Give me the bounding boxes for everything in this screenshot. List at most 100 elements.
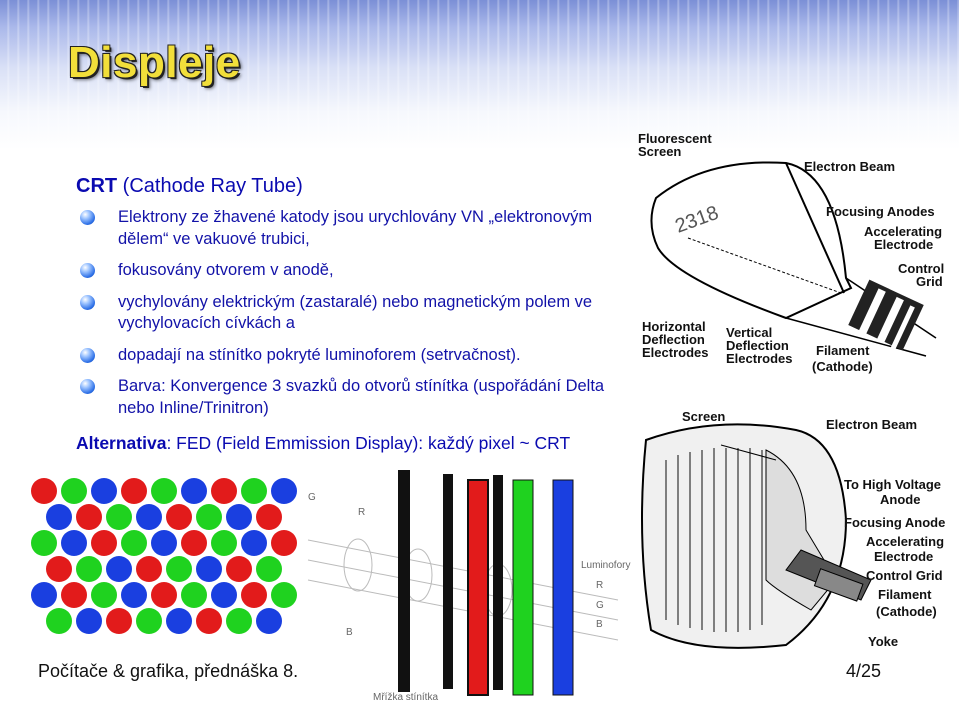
crt-diagram-bottom: Screen Electron Beam To High Voltage Ano… (641, 409, 945, 649)
bullet-text: dopadají na stínítko pokryté luminoforem… (118, 345, 521, 364)
alternative-line: Alternativa: FED (Field Emmission Displa… (76, 433, 570, 454)
label-focusing-2: Focusing Anode (844, 515, 945, 530)
phosphor-dot (196, 504, 222, 530)
phosphor-dot (46, 608, 72, 634)
phosphor-dot (76, 608, 102, 634)
phosphor-dot (46, 556, 72, 582)
label-b: B (346, 627, 353, 638)
label-fluorescent-2: Screen (638, 144, 681, 159)
label-accelerating-2: Electrode (874, 237, 933, 252)
phosphor-dot (196, 608, 222, 634)
phosphor-dot (76, 504, 102, 530)
label-yoke: Yoke (868, 634, 898, 649)
phosphor-dot (121, 530, 147, 556)
alt-rest: : FED (Field Emmission Display): každý p… (166, 433, 571, 453)
label-high-voltage-1: To High Voltage (844, 477, 941, 492)
phosphor-dot (121, 582, 147, 608)
label-r2: R (596, 580, 603, 591)
list-item: Elektrony ze žhavené katody jsou urychlo… (76, 207, 636, 250)
phosphor-dot (181, 478, 207, 504)
label-g2: G (596, 600, 604, 611)
phosphor-dot (136, 608, 162, 634)
alt-bold: Alternativa (76, 433, 167, 453)
phosphor-dot (61, 530, 87, 556)
phosphor-dot (256, 608, 282, 634)
crt-diagram-top: 2318 Fluorescent Screen Electron Beam Fo… (638, 131, 944, 374)
phosphor-dot (31, 478, 57, 504)
phosphor-dot (166, 556, 192, 582)
phosphor-dot (241, 530, 267, 556)
bullet-text: fokusovány otvorem v anodě, (118, 261, 334, 279)
label-electron-beam-2: Electron Beam (826, 417, 917, 432)
label-vertical-3: Electrodes (726, 351, 792, 366)
phosphor-dot (271, 478, 297, 504)
label-focusing: Focusing Anodes (826, 204, 935, 219)
label-control-2: Grid (916, 274, 943, 289)
heading-rest: (Cathode Ray Tube) (117, 175, 303, 197)
bullet-icon (80, 294, 95, 310)
phosphor-dot (241, 582, 267, 608)
bullet-text: Barva: Konvergence 3 svazků do otvorů st… (118, 377, 605, 417)
phosphor-dot (121, 478, 147, 504)
inline-mask-diagram: G R B Luminofory R G B Mřížka stínítka (307, 470, 630, 703)
label-luminofory: Luminofory (581, 560, 630, 571)
label-screen: Screen (682, 409, 725, 424)
list-item: fokusovány otvorem v anodě, (76, 260, 636, 282)
footer-course: Počítače & grafika, přednáška 8. (38, 661, 299, 681)
phosphor-dot (91, 478, 117, 504)
phosphor-dot (136, 504, 162, 530)
label-filament-3: Filament (878, 587, 932, 602)
label-horizontal-3: Electrodes (642, 345, 708, 360)
bullet-icon (80, 210, 95, 225)
label-vertical-1: Vertical (726, 325, 772, 340)
phosphor-dot (211, 478, 237, 504)
phosphor-dot (211, 530, 237, 556)
phosphor-dot (31, 530, 57, 556)
phosphor-dot (46, 504, 72, 530)
heading-bold: CRT (76, 175, 118, 197)
phosphor-dot (181, 582, 207, 608)
label-fluorescent-1: Fluorescent (638, 131, 712, 146)
list-item: Barva: Konvergence 3 svazků do otvorů st… (76, 376, 636, 419)
screen-digits: 2318 (672, 202, 721, 238)
phosphor-dot (91, 530, 117, 556)
bullet-list: Elektrony ze žhavené katody jsou urychlo… (76, 207, 636, 429)
phosphor-dot (106, 504, 132, 530)
phosphor-dot (61, 582, 87, 608)
phosphor-dot (271, 530, 297, 556)
label-control-1: Control (898, 261, 944, 276)
label-filament-2: (Cathode) (812, 359, 873, 374)
label-filament-4: (Cathode) (876, 604, 937, 619)
label-horizontal-1: Horizontal (642, 319, 706, 334)
bullet-icon (80, 263, 95, 278)
phosphor-dot (226, 504, 252, 530)
phosphor-dot (91, 582, 117, 608)
page-number: 4/25 (846, 661, 882, 681)
phosphor-dot (61, 478, 87, 504)
phosphor-dot (271, 582, 297, 608)
delta-dot-pattern (31, 478, 297, 634)
phosphor-dot (211, 582, 237, 608)
label-accelerating-1: Accelerating (864, 224, 942, 239)
bullet-text: Elektrony ze žhavené katody jsou urychlo… (118, 208, 593, 248)
phosphor-dot (106, 556, 132, 582)
slide-title: Displeje (68, 38, 241, 87)
section-heading: CRT (Cathode Ray Tube) (76, 175, 303, 198)
phosphor-dot (226, 556, 252, 582)
bullet-icon (80, 347, 95, 363)
phosphor-dot (151, 478, 177, 504)
phosphor-dot (226, 608, 252, 634)
label-accelerating-4: Electrode (874, 549, 933, 564)
label-control-grid: Control Grid (866, 568, 943, 583)
phosphor-dot (256, 556, 282, 582)
label-mask: Mřížka stínítka (373, 692, 438, 703)
label-accelerating-3: Accelerating (866, 534, 944, 549)
list-item: dopadají na stínítko pokryté luminoforem… (76, 345, 636, 367)
phosphor-dot (151, 530, 177, 556)
phosphor-dot (166, 504, 192, 530)
label-g: G (308, 492, 316, 503)
label-vertical-2: Deflection (726, 338, 789, 353)
list-item: vychylovány elektrickým (zastaralé) nebo… (76, 292, 636, 335)
phosphor-dot (241, 478, 267, 504)
label-horizontal-2: Deflection (642, 332, 705, 347)
